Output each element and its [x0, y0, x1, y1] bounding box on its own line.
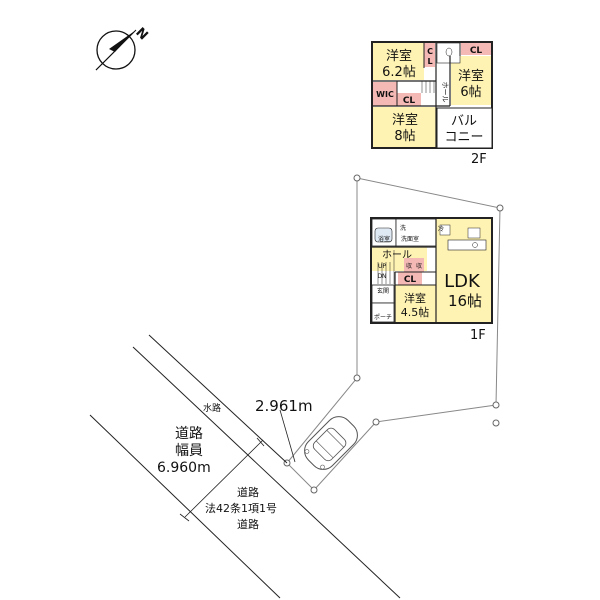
north-arrow-icon	[95, 29, 137, 71]
car-icon	[304, 416, 358, 470]
road-width-label: 幅員	[175, 443, 203, 459]
range-1f	[467, 227, 481, 239]
bedroom-6-2-size: 6.2帖	[382, 65, 416, 80]
wash-label: 洗	[400, 224, 406, 232]
bedroom-4-5-size: 4.5帖	[401, 306, 430, 319]
road-type-line2: 法42条1項1号	[205, 501, 277, 515]
entrance-label: 玄関	[377, 287, 389, 295]
bedroom-6-name: 洋室	[458, 68, 484, 84]
bedroom-8-name: 洋室	[392, 112, 418, 128]
hall-2f-label: ホール	[441, 82, 449, 103]
bedroom-6-size: 6帖	[460, 85, 481, 100]
closet-2f-c	[397, 93, 421, 106]
wic-label: WIC	[376, 90, 394, 99]
storage-1f-b	[414, 258, 424, 272]
bedroom-8-area	[373, 107, 436, 147]
floor-1f-label: 1F	[470, 328, 486, 343]
fridge-label: 冷	[438, 225, 444, 233]
road-width-title: 道路	[175, 426, 203, 442]
porch-label: ポーチ	[374, 313, 392, 321]
ldk-size: 16帖	[448, 292, 482, 310]
ldk-name: LDK	[444, 271, 481, 292]
kitchen-counter	[447, 239, 487, 251]
porch-area	[371, 302, 395, 323]
road-width-dimension-line	[179, 437, 265, 522]
stairs-1f	[377, 250, 395, 284]
storage-label-a: 収	[406, 263, 412, 270]
bedroom-6-2-name: 洋室	[386, 48, 412, 64]
stairs-2f	[421, 81, 435, 93]
road-type-line1: 道路	[237, 485, 259, 499]
washroom-label: 洗面室	[401, 235, 419, 243]
closet-2f-a-c: C	[427, 47, 433, 56]
waterway-label: 水路	[203, 402, 221, 414]
closet-2f-c-label: CL	[403, 96, 416, 106]
balcony-line2: コニー	[444, 130, 483, 145]
stairs-dn-label: DN	[377, 273, 386, 280]
wic-area	[373, 82, 397, 106]
floor-plan-2f	[371, 41, 493, 149]
frontage-dimension-line	[279, 409, 296, 463]
road-lines	[89, 334, 401, 599]
fridge-1f	[439, 224, 451, 236]
bathtub	[374, 227, 393, 243]
bedroom-8-size: 8帖	[394, 129, 415, 144]
closet-1f	[398, 272, 422, 285]
closet-1f-label: CL	[404, 275, 417, 285]
road-type-line3: 道路	[237, 517, 259, 531]
floor-2f-label: 2F	[471, 152, 487, 167]
hall-1f-label: ホール	[382, 249, 412, 261]
frontage-dimension-label: 2.961m	[255, 397, 313, 415]
north-label: N	[132, 25, 150, 43]
closet-2f-b-label: CL	[470, 46, 483, 56]
storage-1f-a	[404, 258, 414, 272]
closet-2f-a-l: L	[427, 57, 432, 66]
ldk-area	[436, 219, 491, 322]
bedroom-6-area	[451, 56, 491, 105]
floor-plan-1f	[370, 217, 493, 324]
storage-label-b: 収	[416, 263, 422, 270]
bath-label: 浴室	[378, 235, 390, 243]
stairs-up-label: UP	[378, 263, 386, 270]
road-width-value: 6.960m	[157, 460, 211, 476]
bedroom-4-5-area	[395, 285, 436, 322]
lot-boundary	[283, 174, 504, 494]
washroom-area	[395, 218, 437, 247]
balcony-line1: バル	[451, 114, 477, 129]
bedroom-4-5-name: 洋室	[404, 291, 426, 305]
bedroom-6-2-area	[373, 43, 424, 80]
closet-2f-b	[461, 43, 491, 55]
balcony-area	[436, 107, 493, 149]
closet-2f-a	[424, 43, 435, 67]
